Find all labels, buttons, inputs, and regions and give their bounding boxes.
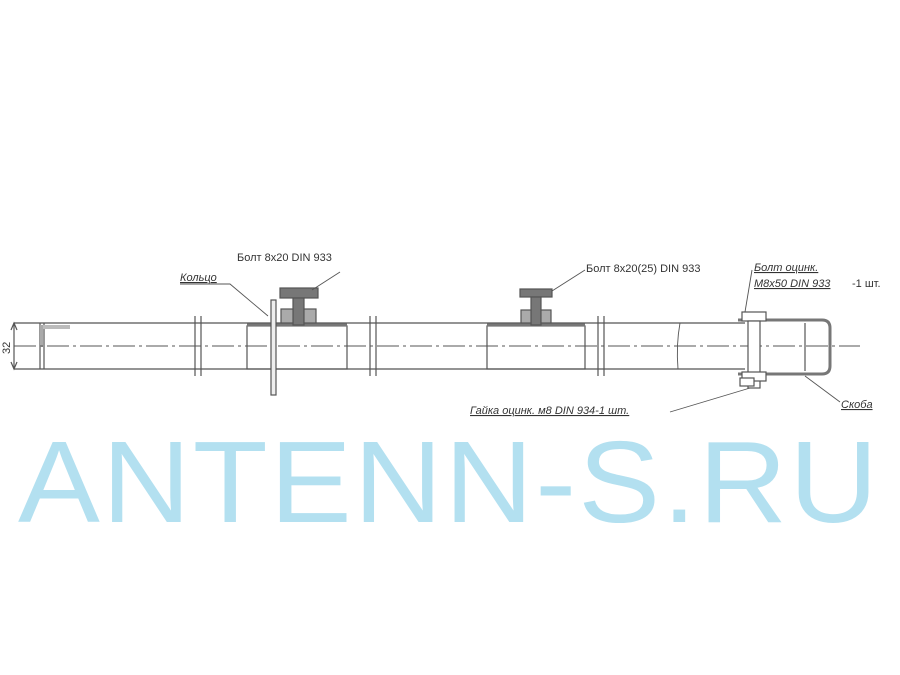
label-bolt-1: Болт 8x20 DIN 933 [237,252,332,264]
label-ring: Кольцо [180,272,217,284]
break-marks [194,316,681,376]
tube [14,322,745,370]
label-bolt-3-qty: -1 шт. [852,278,881,290]
bolt-1 [279,287,319,326]
leader-lines [180,269,841,413]
sleeve-1 [246,325,348,370]
dimension-label: 32 [1,342,13,354]
watermark: ANTENN-S.RU [18,417,880,547]
label-bolt-2: Болт 8x20(25) DIN 933 [586,263,700,275]
sleeve-2 [486,325,586,370]
label-bolt-3-line1: Болт оцинк. [754,262,818,274]
bolt-2 [519,288,553,326]
bracket [738,318,832,376]
bolt-3 [739,311,767,389]
label-bolt-3-line2: M8x50 DIN 933 [754,278,831,290]
dimension-32 [10,321,18,371]
label-nut: Гайка оцинк. м8 DIN 934-1 шт. [470,405,629,417]
label-bracket: Скоба [841,399,873,411]
ring [270,299,277,396]
